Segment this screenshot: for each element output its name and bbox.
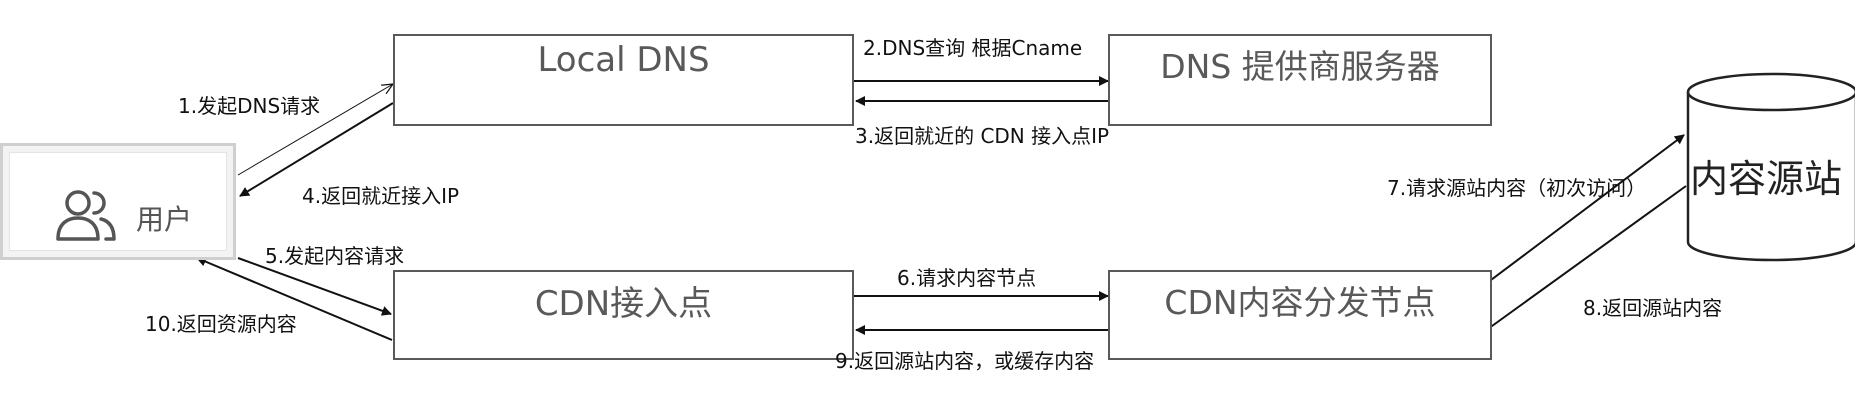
arrow-step-5 <box>237 257 392 316</box>
arrow-step-4 <box>239 102 394 197</box>
arrow-step-8 <box>1473 185 1687 340</box>
step-5-label: 5.发起内容请求 <box>265 244 405 268</box>
dns-provider-title: DNS 提供商服务器 <box>1160 47 1440 86</box>
step-6-label: 6.请求内容节点 <box>897 266 1037 290</box>
user-label: 用户 <box>136 203 193 236</box>
origin-cylinder <box>1686 72 1855 262</box>
step-10-label: 10.返回资源内容 <box>145 312 297 336</box>
step-1-label: 1.发起DNS请求 <box>178 94 321 118</box>
local-dns-box: Local DNS <box>393 34 854 126</box>
users-icon <box>56 190 116 241</box>
arrow-step-10 <box>196 256 393 341</box>
step-8-label: 8.返回源站内容 <box>1583 296 1723 320</box>
cdn-entry-box: CDN接入点 <box>393 270 854 360</box>
local-dns-title: Local DNS <box>537 40 710 80</box>
arrow-step-7 <box>1474 134 1685 293</box>
cdn-node-title: CDN内容分发节点 <box>1164 283 1436 322</box>
step-9-label: 9.返回源站内容，或缓存内容 <box>835 349 1095 373</box>
arrow-step-1 <box>237 84 393 176</box>
user-box-inner: 用户 <box>9 152 227 251</box>
cdn-node-box: CDN内容分发节点 <box>1108 270 1492 360</box>
step-3-label: 3.返回就近的 CDN 接入点IP <box>855 124 1110 148</box>
origin-label: 内容源站 <box>1690 157 1843 201</box>
dns-provider-box: DNS 提供商服务器 <box>1108 34 1492 126</box>
step-4-label: 4.返回就近接入IP <box>302 184 460 208</box>
step-7-label: 7.请求源站内容（初次访问） <box>1387 176 1647 200</box>
step-2-label: 2.DNS查询 根据Cname <box>863 36 1083 60</box>
user-box: 用户 <box>0 143 236 260</box>
cdn-entry-title: CDN接入点 <box>534 284 713 324</box>
